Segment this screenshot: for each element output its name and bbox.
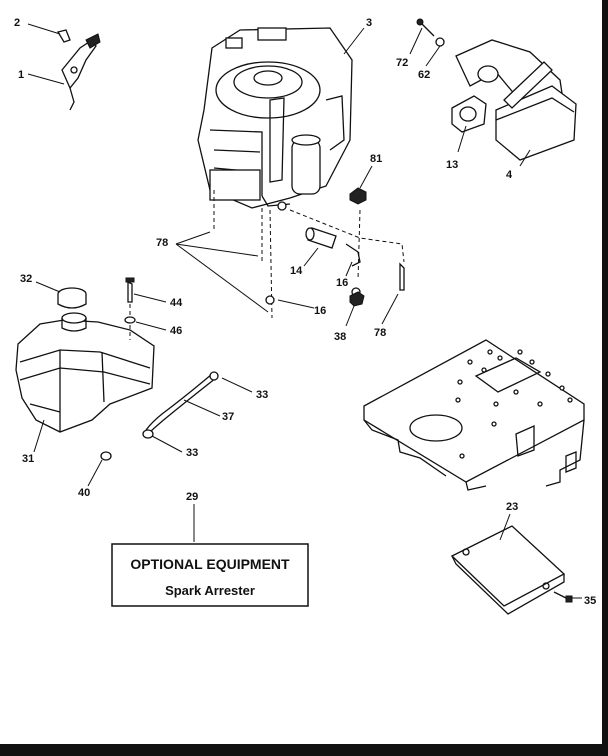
part-number-labels: 2 1 3 72 62 13 4 81 78 14 16 16 38 78 32…	[14, 17, 596, 607]
label-part-31: 31	[22, 453, 34, 465]
optional-equipment-title: OPTIONAL EQUIPMENT	[130, 556, 290, 572]
cover-plate-part	[450, 525, 573, 615]
label-part-35: 35	[584, 595, 596, 607]
label-part-23: 23	[506, 501, 518, 513]
label-part-62: 62	[418, 69, 430, 81]
label-part-40: 40	[78, 487, 90, 499]
fuel-line-part	[142, 371, 219, 439]
nut-81-part	[349, 187, 367, 205]
scan-right-edge	[602, 0, 608, 744]
label-part-29: 29	[186, 491, 198, 503]
label-part-46: 46	[170, 325, 182, 337]
label-part-16-lower: 16	[314, 305, 326, 317]
label-part-33-upper: 33	[256, 389, 268, 401]
muffler-part	[416, 18, 577, 161]
label-part-14: 14	[290, 265, 303, 277]
label-part-32: 32	[20, 273, 32, 285]
label-part-33-lower: 33	[186, 447, 198, 459]
label-part-16-upper: 16	[336, 277, 348, 289]
scan-bottom-edge	[0, 744, 608, 756]
throttle-control-part	[56, 29, 101, 111]
label-part-3: 3	[366, 17, 372, 29]
engine-hardware-lines	[213, 190, 405, 319]
label-part-44: 44	[170, 297, 183, 309]
label-part-1: 1	[18, 69, 24, 81]
label-part-78-left: 78	[156, 237, 168, 249]
label-part-13: 13	[446, 159, 458, 171]
label-part-37: 37	[222, 411, 234, 423]
label-part-81: 81	[370, 153, 382, 165]
optional-equipment-box: OPTIONAL EQUIPMENT Spark Arrester	[111, 543, 309, 607]
label-part-78-right: 78	[374, 327, 386, 339]
fuel-tank-part	[15, 312, 155, 433]
label-part-2: 2	[14, 17, 20, 29]
engine-part	[197, 27, 353, 211]
spark-arrester-label: Spark Arrester	[165, 583, 255, 598]
label-part-72: 72	[396, 57, 408, 69]
fuel-cap-part	[57, 287, 87, 309]
mounting-plate-part	[363, 339, 585, 491]
label-part-38: 38	[334, 331, 346, 343]
tank-bolt-part	[124, 277, 136, 340]
grommet-40-part	[100, 451, 112, 461]
spacer-part	[265, 227, 405, 307]
label-part-4: 4	[506, 169, 513, 181]
leader-lines	[27, 23, 582, 599]
